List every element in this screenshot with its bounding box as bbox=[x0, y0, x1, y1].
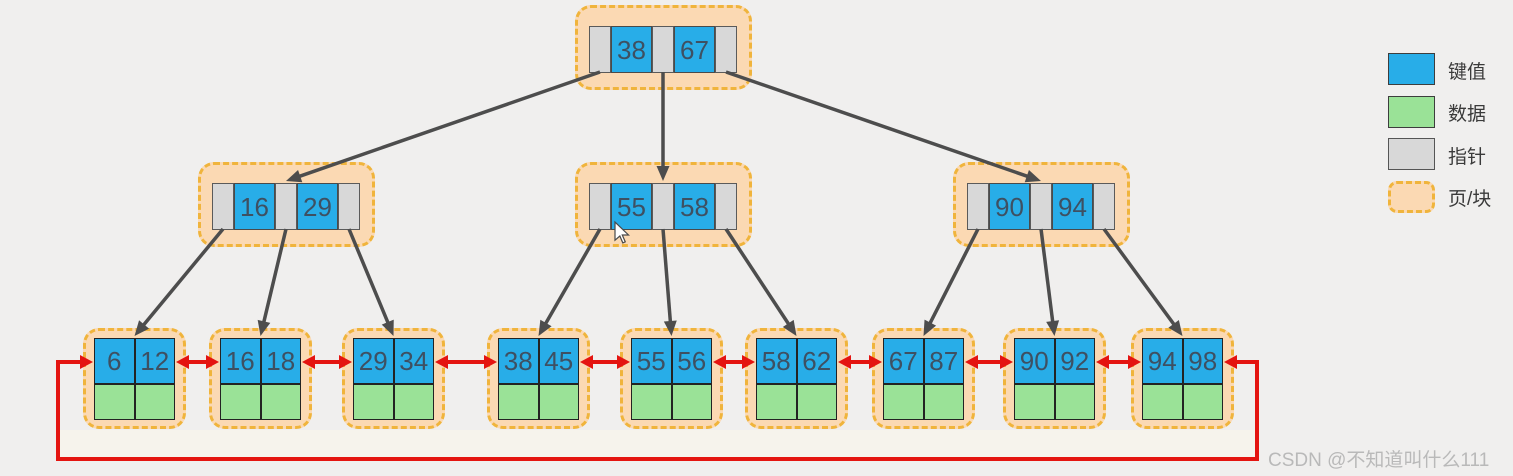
internal-2-key-cell: 90 bbox=[989, 183, 1030, 230]
legend-item-key: 键值 bbox=[1388, 53, 1508, 87]
root-cells: 38 67 bbox=[589, 26, 737, 73]
leaf-data-cell bbox=[94, 384, 135, 420]
internal-2-page-block: 90 94 bbox=[953, 162, 1130, 247]
leaf-data-cell bbox=[134, 384, 175, 420]
legend-label-page: 页/块 bbox=[1448, 189, 1492, 210]
legend-swatch-key bbox=[1388, 53, 1435, 85]
leaf-key-cell: 55 bbox=[631, 338, 672, 384]
internal-2-pointer-cell bbox=[1093, 183, 1115, 230]
legend-swatch-pointer bbox=[1388, 138, 1435, 170]
internal-2-cells: 90 94 bbox=[967, 183, 1115, 230]
leaf-key-cell: 12 bbox=[134, 338, 175, 384]
leaf-key-cell: 16 bbox=[220, 338, 261, 384]
leaf-key-cell: 18 bbox=[260, 338, 301, 384]
leaf-data-cell bbox=[1014, 384, 1055, 420]
leaf-key-cell: 38 bbox=[498, 338, 539, 384]
leaf-data-cell bbox=[498, 384, 539, 420]
leaf-data-cell bbox=[393, 384, 434, 420]
leaf-key-cell: 87 bbox=[923, 338, 964, 384]
leaf-key-cell: 98 bbox=[1182, 338, 1223, 384]
internal-0-pointer-cell bbox=[275, 183, 297, 230]
legend-item-page: 页/块 bbox=[1388, 180, 1508, 215]
internal-0-key-cell: 29 bbox=[297, 183, 338, 230]
root-pointer-cell bbox=[715, 26, 737, 73]
leaf-data-cell bbox=[538, 384, 579, 420]
leaf-data-cell bbox=[756, 384, 797, 420]
leaf-key-cell: 67 bbox=[883, 338, 924, 384]
root-page-block: 38 67 bbox=[575, 5, 752, 90]
legend-item-pointer: 指针 bbox=[1388, 138, 1508, 172]
legend-label-key: 键值 bbox=[1448, 61, 1487, 83]
internal-0-pointer-cell bbox=[338, 183, 360, 230]
leaf-key-cell: 29 bbox=[353, 338, 394, 384]
leaf-key-cell: 34 bbox=[393, 338, 434, 384]
legend-label-data: 数据 bbox=[1448, 104, 1487, 125]
leaf-data-cell bbox=[1142, 384, 1183, 420]
internal-1-pointer-cell bbox=[652, 183, 674, 230]
loop-inner-tint bbox=[60, 430, 1257, 459]
leaf-key-cell: 92 bbox=[1054, 338, 1095, 384]
leaf-key-cell: 94 bbox=[1142, 338, 1183, 384]
internal-2-pointer-cell bbox=[967, 183, 989, 230]
leaf-key-cell: 56 bbox=[671, 338, 712, 384]
leaf-data-cell bbox=[883, 384, 924, 420]
leaf-data-cell bbox=[220, 384, 261, 420]
internal-1-key-cell: 55 bbox=[611, 183, 652, 230]
internal-1-cells: 55 58 bbox=[589, 183, 737, 230]
leaf-data-cell bbox=[671, 384, 712, 420]
legend-item-data: 数据 bbox=[1388, 95, 1508, 130]
leaf-data-cell bbox=[796, 384, 837, 420]
legend-label-pointer: 指针 bbox=[1448, 146, 1487, 168]
internal-0-key-cell: 16 bbox=[234, 183, 275, 230]
internal-1-pointer-cell bbox=[589, 183, 611, 230]
leaf-key-cell: 58 bbox=[756, 338, 797, 384]
legend-swatch-page bbox=[1388, 180, 1435, 213]
leaf-data-cell bbox=[353, 384, 394, 420]
leaf-key-cell: 90 bbox=[1014, 338, 1055, 384]
root-pointer-cell bbox=[589, 26, 611, 73]
internal-1-key-cell: 58 bbox=[674, 183, 715, 230]
leaf-key-cell: 6 bbox=[94, 338, 135, 384]
leaf-key-cell: 45 bbox=[538, 338, 579, 384]
legend-swatch-data bbox=[1388, 95, 1435, 128]
internal-0-pointer-cell bbox=[212, 183, 234, 230]
internal-2-key-cell: 94 bbox=[1052, 183, 1093, 230]
leaf-data-cell bbox=[1054, 384, 1095, 420]
leaf-key-cell: 62 bbox=[796, 338, 837, 384]
internal-2-pointer-cell bbox=[1030, 183, 1052, 230]
watermark-text: CSDN @不知道叫什么111 bbox=[1268, 450, 1490, 471]
root-pointer-cell bbox=[652, 26, 674, 73]
root-key-cell: 67 bbox=[674, 26, 715, 73]
internal-1-page-block: 55 58 bbox=[575, 162, 752, 247]
internal-1-pointer-cell bbox=[715, 183, 737, 230]
leaf-data-cell bbox=[1182, 384, 1223, 420]
root-key-cell: 38 bbox=[611, 26, 652, 73]
leaf-data-cell bbox=[923, 384, 964, 420]
leaf-data-cell bbox=[631, 384, 672, 420]
leaf-data-cell bbox=[260, 384, 301, 420]
